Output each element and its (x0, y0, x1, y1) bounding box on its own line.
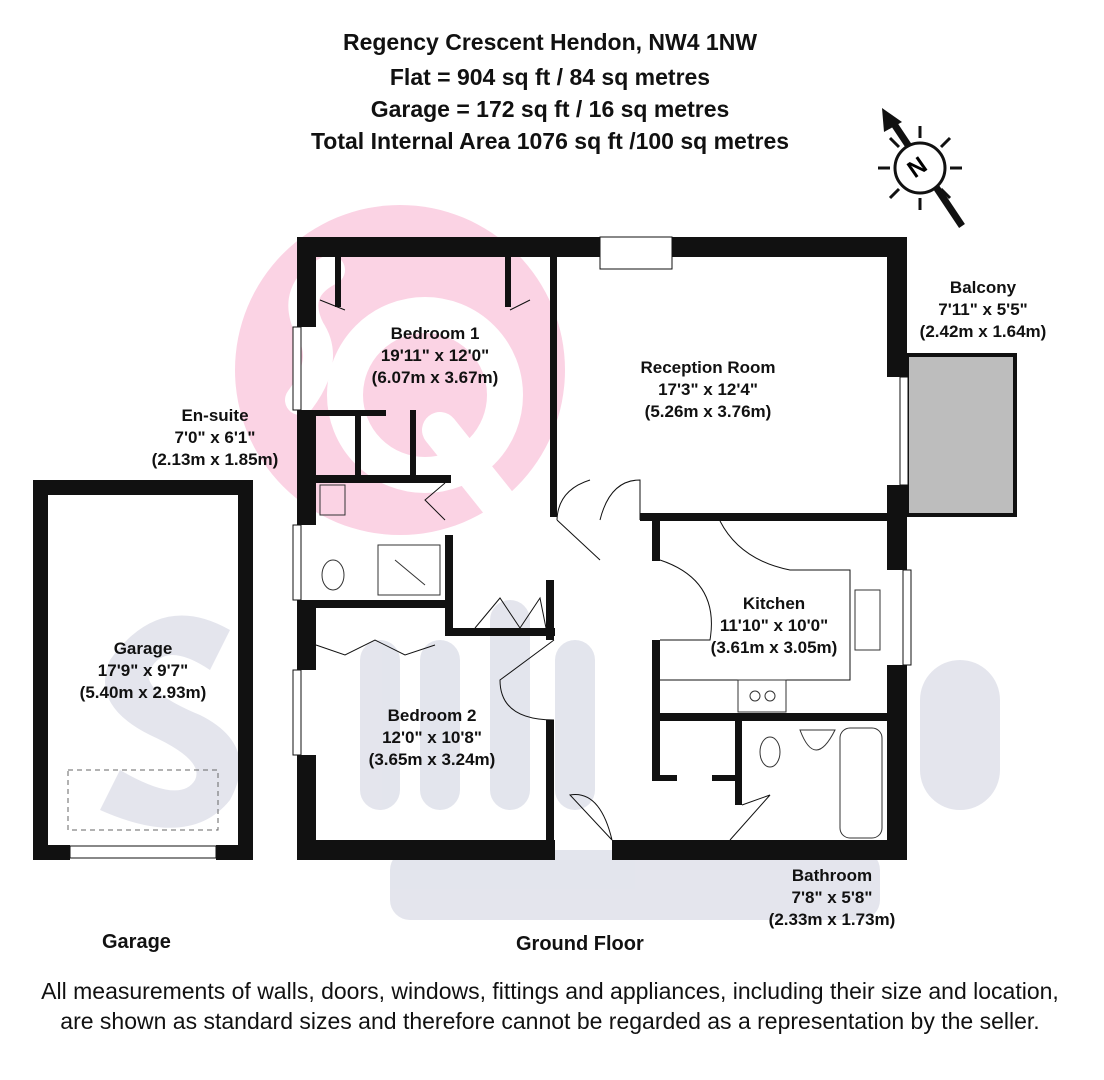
room-metric: (2.42m x 1.64m) (919, 322, 1047, 341)
room-imperial: 17'9" x 9'7" (97, 661, 189, 680)
room-imperial: 7'0" x 6'1" (174, 428, 256, 447)
watermark-wordmark (100, 600, 1000, 920)
room-metric: (2.33m x 1.73m) (768, 910, 896, 929)
garage-door (69, 845, 217, 859)
flat-walls (297, 237, 907, 860)
compass-icon (878, 108, 965, 228)
garage-car-outline (67, 769, 219, 831)
room-imperial: 11'10" x 10'0" (719, 616, 829, 635)
room-name: Kitchen (742, 594, 806, 613)
room-name: Bedroom 2 (387, 706, 477, 725)
garage-caption: Garage (102, 931, 171, 953)
room-metric: (3.65m x 3.24m) (368, 750, 496, 769)
total-area: Total Internal Area 1076 sq ft /100 sq m… (310, 128, 790, 154)
garage-walls (33, 480, 253, 860)
room-balcony: Balcony 7'11" x 5'5" (2.42m x 1.64m) (920, 277, 1047, 343)
room-imperial: 7'8" x 5'8" (791, 888, 873, 907)
flat-area: Flat = 904 sq ft / 84 sq metres (389, 64, 711, 90)
room-imperial: 17'3" x 12'4" (658, 380, 758, 399)
room-metric: (6.07m x 3.67m) (371, 368, 499, 387)
room-metric: (5.40m x 2.93m) (79, 683, 207, 702)
room-garage: Garage 17'9" x 9'7" (5.40m x 2.93m) (80, 638, 207, 704)
room-metric: (5.26m x 3.76m) (644, 402, 772, 421)
room-reception: Reception Room 17'3" x 12'4" (5.26m x 3.76… (640, 357, 775, 423)
disclaimer: All measurements of walls, doors, window… (41, 978, 1059, 1034)
windows (292, 236, 912, 756)
doors (315, 299, 851, 841)
fixtures (319, 484, 883, 839)
room-name: En-suite (181, 406, 249, 425)
room-name: Bathroom (791, 866, 873, 885)
room-name: Bedroom 1 (390, 324, 480, 343)
room-bathroom: Bathroom 7'8" x 5'8" (2.33m x 1.73m) (769, 865, 896, 931)
room-name: Balcony (949, 278, 1017, 297)
room-imperial: 12'0" x 10'8" (382, 728, 482, 747)
room-name: Reception Room (640, 358, 776, 377)
room-imperial: 7'11" x 5'5" (938, 300, 1028, 319)
ground-floor-caption: Ground Floor (516, 933, 644, 955)
balcony-area (905, 353, 1017, 517)
room-ensuite: En-suite 7'0" x 6'1" (2.13m x 1.85m) (152, 405, 279, 471)
room-metric: (2.13m x 1.85m) (151, 450, 279, 469)
room-metric: (3.61m x 3.05m) (710, 638, 838, 657)
room-bedroom2: Bedroom 2 12'0" x 10'8" (3.65m x 3.24m) (369, 705, 496, 771)
garage-area: Garage = 172 sq ft / 16 sq metres (370, 96, 730, 122)
watermark-logo (235, 205, 565, 535)
property-address: Regency Crescent Hendon, NW4 1NW (342, 29, 758, 55)
room-bedroom1: Bedroom 1 19'11" x 12'0" (6.07m x 3.67m) (372, 323, 499, 389)
room-imperial: 19'11" x 12'0" (380, 346, 490, 365)
room-kitchen: Kitchen 11'10" x 10'0" (3.61m x 3.05m) (711, 593, 838, 659)
room-name: Garage (113, 639, 173, 658)
